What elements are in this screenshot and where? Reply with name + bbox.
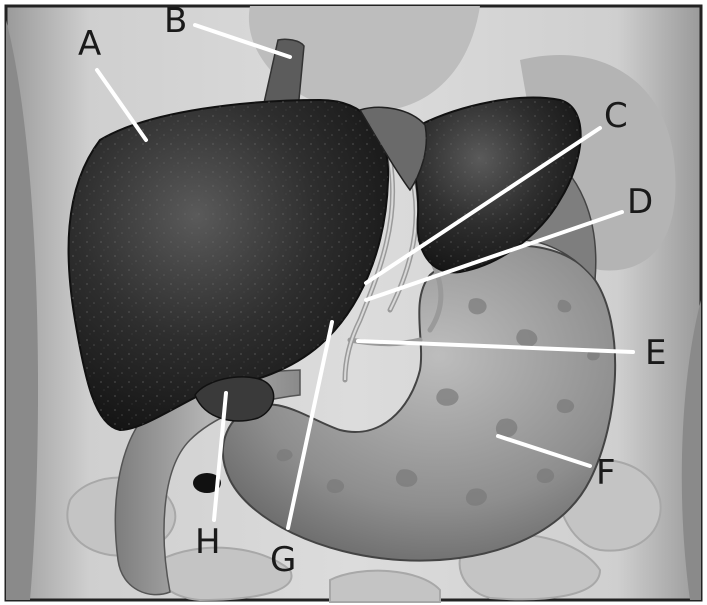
label-a: A xyxy=(78,27,101,61)
label-e: E xyxy=(645,336,666,370)
label-h: H xyxy=(195,525,221,559)
label-f: F xyxy=(596,456,616,490)
label-c: C xyxy=(604,99,628,133)
label-g: G xyxy=(270,543,296,577)
label-d: D xyxy=(627,185,653,219)
label-b: B xyxy=(164,4,187,38)
